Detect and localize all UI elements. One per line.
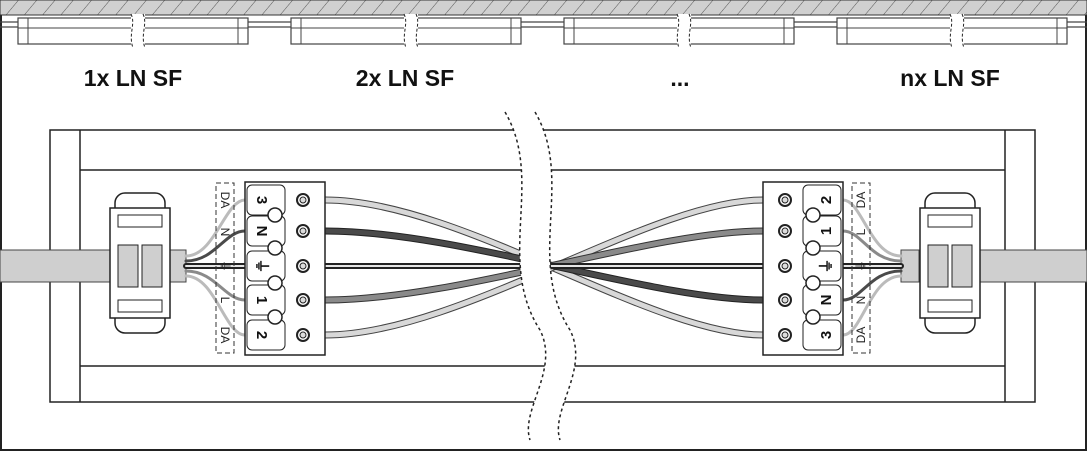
break-mark <box>504 111 577 441</box>
terminal-block-right <box>762 181 844 356</box>
luminaire-label-n: nx LN SF <box>900 65 1000 91</box>
terminal-lever <box>246 250 286 282</box>
terminal-lever <box>246 284 286 316</box>
luminaire-label-2: 2x LN SF <box>356 65 454 91</box>
luminaire <box>836 13 1068 49</box>
right-label-box <box>851 182 871 354</box>
side-label: ⏚ <box>218 260 232 272</box>
terminal-label: 2 <box>253 331 270 339</box>
terminal-port <box>267 240 283 256</box>
terminal-lever <box>246 215 286 247</box>
terminal-lever <box>246 319 286 351</box>
left-label-box <box>215 182 235 354</box>
terminal-lever <box>802 319 842 351</box>
left-terminal-labels: 3 N ⏚ 1 2 <box>253 196 270 339</box>
terminal-lever <box>802 215 842 247</box>
terminal-label: 3 <box>818 331 835 339</box>
luminaire <box>563 13 795 49</box>
terminal-label: 1 <box>818 227 835 235</box>
terminal-port <box>805 275 821 291</box>
terminal-label: 2 <box>818 196 835 204</box>
side-label: ⏚ <box>854 260 868 272</box>
side-label: DA <box>218 327 232 344</box>
terminal-label: 1 <box>253 296 270 304</box>
terminal-label: ⏚ <box>818 258 835 273</box>
side-label: DA <box>218 192 232 209</box>
terminal-lever <box>802 284 842 316</box>
through-cable <box>0 249 1087 283</box>
terminal-block-left <box>244 181 326 356</box>
side-label: N <box>854 296 868 305</box>
terminal-port <box>805 309 821 325</box>
terminal-label: 3 <box>253 196 270 204</box>
terminal-port <box>267 275 283 291</box>
luminaire <box>17 13 249 49</box>
terminal-lever <box>802 250 842 282</box>
terminal-label: N <box>253 226 270 237</box>
side-label: L <box>854 228 868 235</box>
through-wiring-connector-right <box>919 192 981 334</box>
luminaire <box>290 13 522 49</box>
terminal-port <box>805 207 821 223</box>
right-side-labels: DA L ⏚ N DA <box>854 192 868 344</box>
side-label: DA <box>854 192 868 209</box>
ceiling <box>0 0 1087 16</box>
right-terminal-labels: 2 1 ⏚ N 3 <box>818 196 835 339</box>
side-label: DA <box>854 327 868 344</box>
terminal-port <box>267 207 283 223</box>
luminaire-label-ellipsis: ... <box>670 65 689 91</box>
side-label: L <box>218 297 232 304</box>
terminal-port <box>805 240 821 256</box>
terminal-port <box>267 309 283 325</box>
terminal-label: N <box>818 295 835 306</box>
side-label: N <box>218 228 232 237</box>
through-wiring-connector-left <box>109 192 171 334</box>
left-side-labels: DA N ⏚ L DA <box>218 192 232 344</box>
terminal-label: ⏚ <box>253 258 270 273</box>
luminaire-row <box>0 13 1087 49</box>
luminaire-label-1: 1x LN SF <box>84 65 182 91</box>
